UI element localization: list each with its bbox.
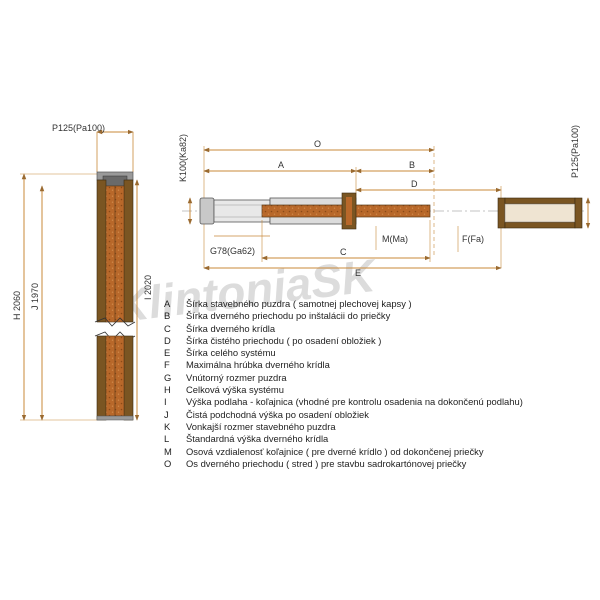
label-B: B [409, 160, 415, 170]
legend-text: Os dverného priechodu ( stred ) pre stav… [186, 457, 467, 469]
legend-text: Čistá podchodná výška po osadení obložie… [186, 408, 369, 420]
label-O: O [314, 139, 321, 149]
legend-text: Šírka dverného priechodu po inštalácii d… [186, 310, 391, 322]
label-G: G78(Ga62) [210, 246, 255, 256]
legend-letter: C [164, 322, 171, 334]
legend-row: M Osová vzdialenosť koľajnice ( pre dvern… [164, 446, 594, 458]
legend-row: A Šírka stavebného puzdra ( samotnej plec… [164, 298, 594, 310]
legend-text: Maximálna hrúbka dverného krídla [186, 359, 330, 371]
legend-row: D Šírka čistého priechodu ( po osadení ob… [164, 335, 594, 347]
legend-letter: G [164, 371, 172, 383]
legend-text: Vonkajší rozmer stavebného puzdra [186, 420, 336, 432]
legend-letter: K [164, 420, 171, 432]
label-E: E [355, 268, 361, 278]
legend-text: Štandardná výška dverného krídla [186, 433, 329, 445]
legend-letter: H [164, 384, 171, 396]
label-J: J 1970 [30, 283, 40, 310]
plan-section: O A B D K100(Ka82) G78(Ga62) [178, 125, 591, 278]
label-D: D [411, 179, 418, 189]
legend-text: Šírka čistého priechodu ( po osadení obl… [186, 334, 382, 346]
label-I: I 2020 [143, 275, 153, 300]
side-section: P125(Pa100) H 2060 J 1970 I 2020 [12, 123, 153, 421]
legend-row: E Šírka celého systému [164, 347, 594, 359]
legend-text: Výška podlaha - koľajnica (vhodné pre ko… [186, 396, 523, 408]
legend-row: H Celková výška systému [164, 384, 594, 396]
label-H: H 2060 [12, 291, 22, 320]
legend-row: K Vonkajší rozmer stavebného puzdra [164, 421, 594, 433]
legend-row: G Vnútorný rozmer puzdra [164, 372, 594, 384]
label-C: C [340, 247, 347, 257]
legend-letter: J [164, 408, 169, 420]
legend-row: O Os dverného priechodu ( stred ) pre sta… [164, 458, 594, 470]
legend-letter: L [164, 433, 170, 445]
legend-letter: F [164, 359, 170, 371]
legend-letter: E [164, 347, 171, 359]
label-A: A [278, 160, 284, 170]
legend-text: Šírka celého systému [186, 347, 276, 359]
legend-letter: O [164, 457, 172, 469]
legend-text: Šírka stavebného puzdra ( samotnej plech… [186, 298, 412, 309]
legend-text: Celková výška systému [186, 384, 284, 396]
legend-text: Vnútorný rozmer puzdra [186, 371, 287, 383]
legend-row: F Maximálna hrúbka dverného krídla [164, 359, 594, 371]
legend: A Šírka stavebného puzdra ( samotnej plec… [164, 298, 594, 470]
label-F: F(Fa) [462, 234, 484, 244]
legend-row: I Výška podlaha - koľajnica (vhodné pre k… [164, 396, 594, 408]
legend-row: B Šírka dverného priechodu po inštalácii … [164, 310, 594, 322]
legend-letter: D [164, 334, 171, 346]
label-P-right: P125(Pa100) [570, 125, 580, 178]
legend-row: C Šírka dverného krídla [164, 323, 594, 335]
legend-letter: A [164, 298, 171, 309]
legend-letter: B [164, 310, 171, 322]
legend-letter: M [164, 445, 172, 457]
legend-text: Osová vzdialenosť koľajnice ( pre dverné… [186, 445, 484, 457]
label-M: M(Ma) [382, 234, 408, 244]
legend-row: J Čistá podchodná výška po osadení obloži… [164, 409, 594, 421]
label-P-top: P125(Pa100) [52, 123, 105, 133]
label-K: K100(Ka82) [178, 134, 188, 182]
legend-text: Šírka dverného krídla [186, 322, 276, 334]
legend-letter: I [164, 396, 167, 408]
legend-row: L Štandardná výška dverného krídla [164, 433, 594, 445]
